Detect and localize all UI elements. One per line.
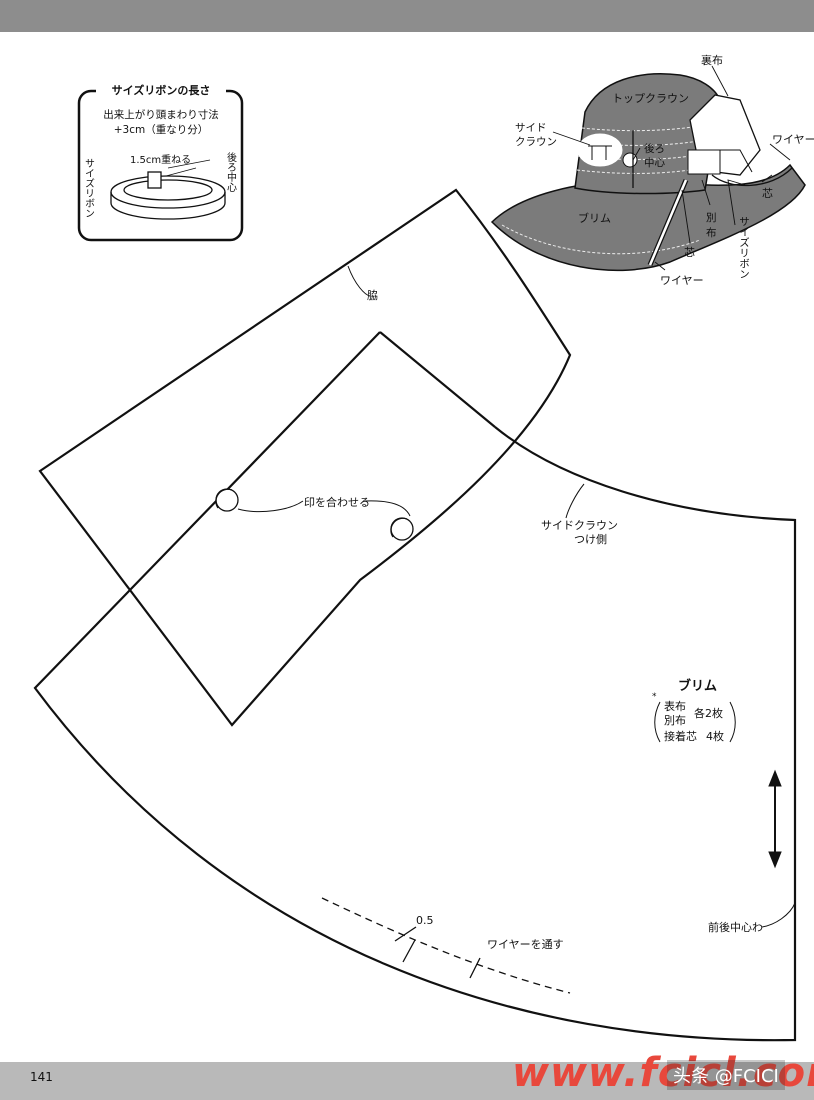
label-seam-allowance: 0.5 [416,914,434,927]
label-betsu-2: 布 [706,227,717,239]
inset-title: サイズリボンの長さ [112,83,211,97]
back-center-highlight [577,133,623,167]
brim-pattern-piece [33,331,797,1042]
label-wire-right: ワイヤー [772,133,814,146]
count-each-2: 各2枚 [694,706,723,720]
top-gray-band [0,0,814,32]
watermark-label: 头条 @FCICI [667,1060,785,1090]
label-size-ribbon: サイズリボン [738,216,750,279]
label-align-marks: 印を合わせる [304,495,370,509]
brim-asterisk: * [652,692,657,702]
bottom-gray-band [0,1062,814,1100]
label-center: 中心 [644,156,665,169]
brim-title: ブリム [678,678,717,694]
label-shin-bottom: 芯 [684,245,695,259]
hat-illustration: 裏布 トップクラウン サイド クラウン 後ろ 中心 ワイヤー 芯 別 布 サイズ… [490,53,814,287]
material-shin: 接着芯 [664,729,697,743]
grain-arrow [768,769,782,869]
label-crown: クラウン [515,136,557,148]
side-crown-pattern-piece [38,188,572,727]
inset-back-center: 後ろ中心 [225,151,237,192]
label-side-crown-attach-1: サイドクラウン [541,519,618,532]
inset-line1: 出来上がり頭まわり寸法 [103,108,219,121]
inset-ribbon-label: サイズリボン [83,158,95,218]
label-waki: 脇 [367,289,378,302]
page-number: 141 [30,1070,53,1084]
inset-line2: +3cm（重なり分） [114,123,208,136]
brim-materials-block: ブリム * 表布 別布 接着芯 各2枚 4枚 [652,678,736,743]
material-omote: 表布 [664,699,686,713]
label-side-crown-attach-2: つけ側 [574,533,607,546]
count-4: 4枚 [706,729,724,743]
inset-overlap: 1.5cm重ねる [130,153,191,166]
ribbon-ring-drawing [110,159,226,220]
label-brim: ブリム [578,211,611,225]
watermark-site: www.fcicl.com [512,1050,814,1096]
label-top-crown: トップクラウン [612,92,689,105]
wire-dashed-line [321,897,571,994]
size-ribbon-inset: サイズリボンの長さ 出来上がり頭まわり寸法 +3cm（重なり分） 1.5cm重ね… [77,80,244,242]
material-betsu: 別布 [664,714,686,727]
label-back: 後ろ [644,142,665,155]
label-shin-right: 芯 [762,186,773,200]
alignment-marks [215,488,414,541]
label-wire-bottom: ワイヤー [660,274,704,287]
label-wire-through: ワイヤーを通す [487,938,564,951]
label-ura: 裏布 [701,53,723,67]
label-front-back-fold: 前後中心わ [708,920,763,934]
label-side: サイド [515,122,547,134]
label-betsu-1: 別 [706,212,717,224]
